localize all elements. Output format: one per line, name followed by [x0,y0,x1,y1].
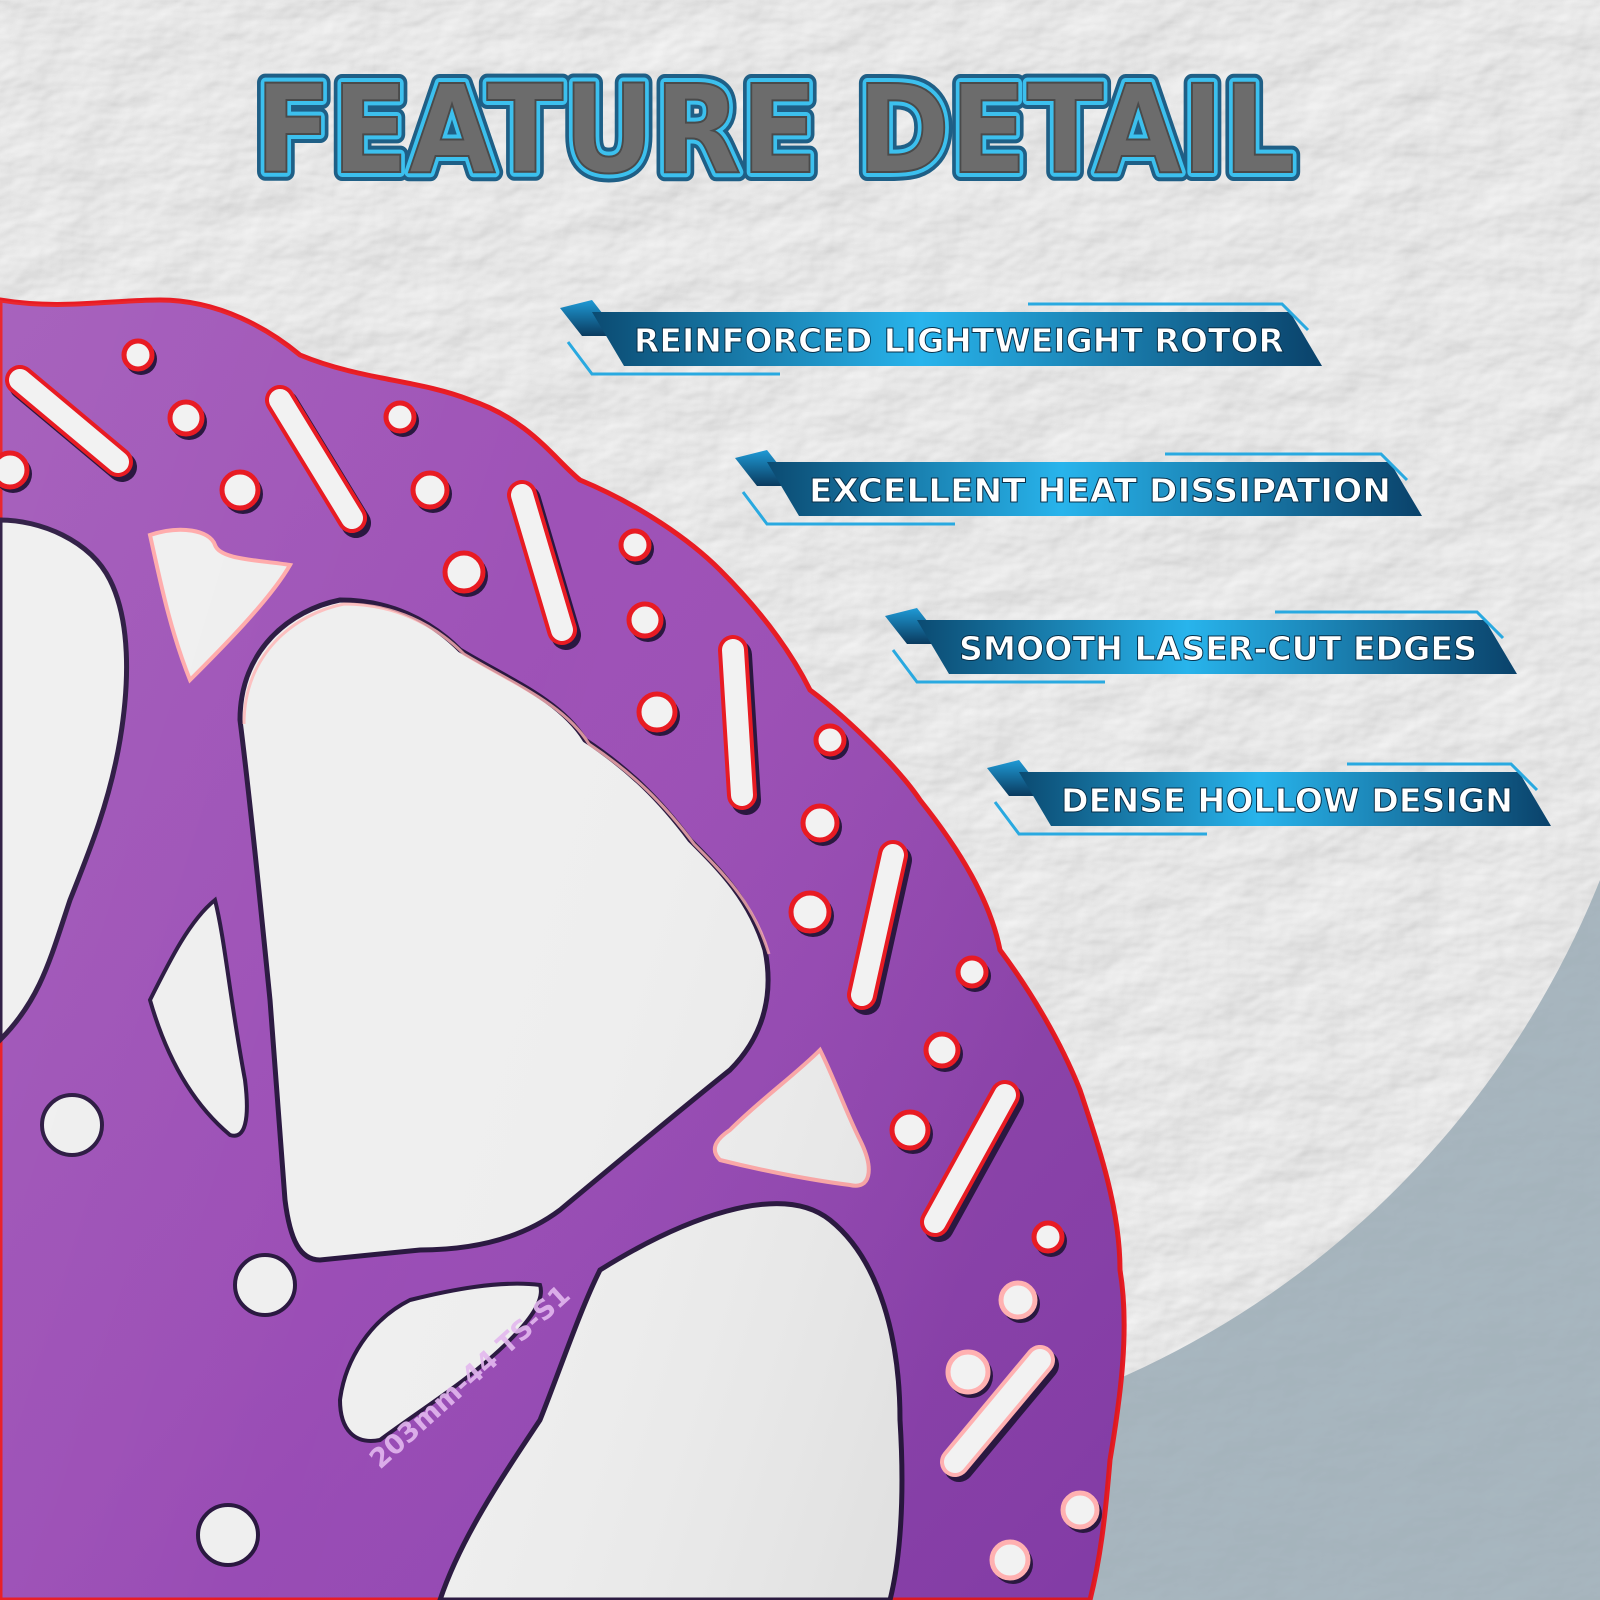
vent-hole [813,723,847,757]
feature-label-3: SMOOTH LASER-CUT EDGES [959,629,1477,668]
page-title: FEATURE DETAIL FEATURE DETAIL FEATURE DE… [246,50,1304,210]
vent-hole [889,1109,931,1151]
vent-hole [945,1349,991,1395]
vent-hole [121,338,155,372]
vent-hole [618,528,652,562]
vent-slots [5,365,1059,1482]
page-title-text: FEATURE DETAIL [255,59,1295,201]
vent-slot [269,389,363,529]
vent-hole [923,1031,961,1069]
feature-label-1: REINFORCED LIGHTWEIGHT ROTOR [634,321,1284,360]
vent-hole [442,550,486,594]
vent-hole [383,400,417,434]
feature-ribbon-1: REINFORCED LIGHTWEIGHT ROTOR [560,300,1322,376]
vent-hole [167,399,205,437]
vent-hole [410,470,450,510]
vent-hole [636,691,678,733]
feature-label-2: EXCELLENT HEAT DISSIPATION [809,471,1391,510]
page-title-outline: FEATURE DETAIL [255,59,1295,201]
vent-hole [800,803,840,843]
vent-slot [944,1349,1051,1473]
vent-hole [1060,1490,1100,1530]
vent-slot [9,369,129,473]
vent-hole [989,1539,1031,1581]
feature-ribbon-3: SMOOTH LASER-CUT EDGES [885,608,1517,684]
feature-ribbon-2: EXCELLENT HEAT DISSIPATION [735,450,1422,526]
vent-slot [511,484,573,641]
vent-hole [998,1280,1038,1320]
feature-ribbon-4: DENSE HOLLOW DESIGN [987,760,1551,836]
vent-holes [0,338,1102,1584]
vent-slot [924,1084,1016,1233]
vent-hole [788,890,832,934]
feature-label-4: DENSE HOLLOW DESIGN [1061,781,1513,820]
vent-hole [626,601,664,639]
vent-hole [219,469,261,511]
page-title-outline-light: FEATURE DETAIL [255,59,1295,201]
vent-hole [955,955,989,989]
vent-hole [1031,1220,1065,1254]
vent-slot [851,844,904,1006]
vent-slot [722,639,753,806]
vent-hole [0,450,30,490]
